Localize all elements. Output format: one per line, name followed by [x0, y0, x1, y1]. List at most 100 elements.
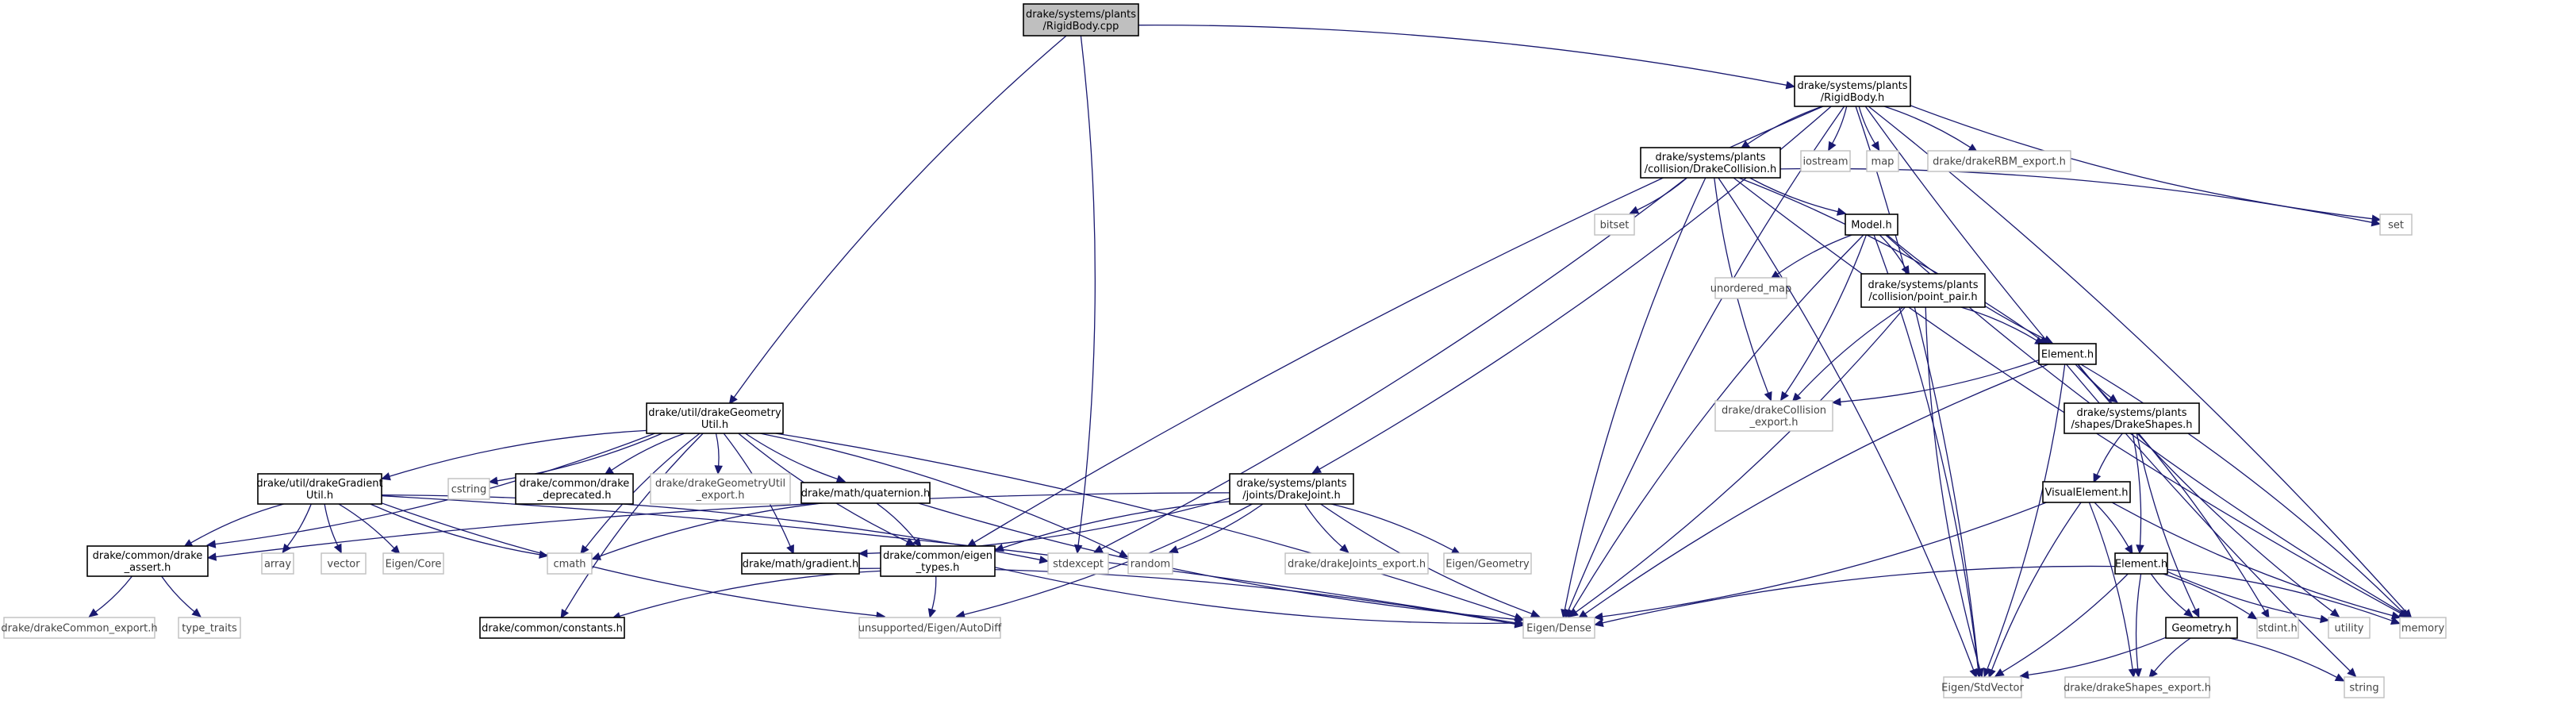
edge-line	[1584, 364, 2049, 614]
node-label-line: array	[264, 559, 291, 571]
edge-line	[381, 502, 877, 617]
node-eigen-dense: Eigen/Dense	[1522, 617, 1595, 639]
dependency-edge	[580, 433, 701, 555]
node-collision-element-h[interactable]: Element.h	[2038, 343, 2097, 365]
node-label-line: drake/drakeCollision	[1722, 405, 1826, 417]
edge-line	[2150, 573, 2187, 613]
edge-arrowhead	[1561, 608, 1569, 619]
node-box	[1522, 617, 1595, 639]
node-rigidbody-h[interactable]: drake/systems/plants/RigidBody.h	[1794, 75, 1911, 107]
edge-arrowhead	[1785, 81, 1796, 90]
node-visualelement-h[interactable]: VisualElement.h	[2042, 481, 2131, 503]
dependency-edge	[1987, 502, 2082, 679]
node-box	[800, 482, 931, 504]
node-label-line: /shapes/DrakeShapes.h	[2071, 419, 2193, 431]
node-rigidbody-cpp[interactable]: drake/systems/plants/RigidBody.cpp	[1023, 3, 1139, 37]
node-label-line: vector	[327, 559, 360, 571]
node-shapes-element-h[interactable]: Element.h	[2114, 552, 2168, 575]
dependency-edge	[1561, 177, 1706, 619]
node-point-pair-h[interactable]: drake/systems/plants/collision/point_pai…	[1860, 273, 1986, 308]
node-drakegeometryutil-h[interactable]: drake/util/drakeGeometryUtil.h	[646, 402, 784, 434]
dependency-edge	[1828, 106, 1848, 152]
dependency-edge	[2132, 433, 2144, 555]
node-drakecollision-h[interactable]: drake/systems/plants/collision/DrakeColl…	[1640, 147, 1781, 179]
edge-arrowhead	[2125, 544, 2133, 555]
edge-arrowhead	[1901, 265, 1910, 275]
edge-arrowhead	[912, 537, 922, 548]
node-quaternion-h[interactable]: drake/math/quaternion.h	[800, 482, 931, 504]
node-drakejoint-h[interactable]: drake/systems/plants/joints/DrakeJoint.h	[1229, 473, 1354, 505]
node-drakeshapes-h[interactable]: drake/systems/plants/shapes/DrakeShapes.…	[2063, 402, 2200, 434]
edge-arrowhead	[2320, 614, 2330, 624]
node-eigen-core: Eigen/Core	[382, 552, 444, 575]
node-box	[2064, 676, 2210, 698]
dependency-edge	[1594, 565, 2116, 627]
edge-line	[1718, 177, 1975, 671]
node-label-line: /collision/DrakeCollision.h	[1645, 163, 1776, 175]
edge-line	[1602, 502, 2047, 617]
node-label-line: _export.h	[696, 490, 745, 502]
node-label-line: drake/drakeJoints_export.h	[1288, 559, 1426, 571]
node-label-line: drake/drakeCommon_export.h	[1, 623, 157, 635]
node-set: set	[2379, 214, 2413, 236]
node-label-line: map	[1872, 156, 1895, 168]
dependency-edge	[2077, 364, 2340, 617]
node-label-line: _types.h	[916, 562, 960, 574]
node-label-line: cmath	[553, 559, 585, 571]
edge-line	[1858, 106, 1875, 144]
node-string: string	[2344, 676, 2385, 698]
edge-arrowhead	[591, 552, 602, 560]
edge-line	[2136, 433, 2197, 610]
edge-arrowhead	[206, 552, 217, 561]
node-box	[1714, 400, 1833, 432]
edge-line	[745, 433, 839, 480]
node-label-line: drake/systems/plants	[1797, 80, 1907, 92]
edge-arrowhead	[2043, 335, 2054, 344]
node-eigen-geometry: Eigen/Geometry	[1443, 552, 1532, 575]
node-geometry-h[interactable]: Geometry.h	[2165, 617, 2238, 639]
edge-line	[585, 433, 701, 548]
node-model-h[interactable]: Model.h	[1845, 214, 1898, 236]
dependency-edge	[324, 503, 342, 554]
node-drake-assert-h[interactable]: drake/common/drake_assert.h	[86, 545, 209, 577]
node-box	[1127, 552, 1173, 575]
edge-arrowhead	[2329, 608, 2340, 617]
node-label-line: unordered_map	[1710, 283, 1792, 295]
node-label-line: unsupported/Eigen/AutoDiff	[858, 623, 1003, 635]
node-box	[650, 473, 791, 505]
dependency-edge	[714, 433, 724, 475]
edge-line	[918, 502, 1516, 620]
dependency-edge	[1779, 234, 1868, 402]
node-label-line: drake/systems/plants	[1026, 9, 1136, 21]
node-box	[86, 545, 209, 577]
node-autodiff: unsupported/Eigen/AutoDiff	[858, 617, 1003, 639]
node-drake-deprecated-h[interactable]: drake/common/drake_deprecated.h	[515, 473, 634, 505]
edge-line	[1779, 167, 2373, 223]
node-label-line: set	[2388, 220, 2404, 232]
node-constants-h[interactable]: drake/common/constants.h	[479, 617, 625, 639]
edge-arrowhead	[1779, 390, 1789, 402]
edge-arrowhead	[2334, 673, 2345, 682]
dependency-edge	[1593, 502, 2047, 621]
node-eigen-types-h[interactable]: drake/common/eigen_types.h	[880, 545, 996, 577]
dependency-edge	[927, 575, 937, 618]
edge-arrowhead	[1791, 392, 1802, 402]
edge-line	[2135, 573, 2142, 670]
node-label-line: drake/drakeShapes_export.h	[2063, 683, 2211, 694]
node-label-line: drake/util/drakeGradient	[256, 478, 382, 490]
dependency-edge	[1879, 234, 1910, 275]
node-shapes-export: drake/drakeShapes_export.h	[2063, 676, 2211, 698]
dependency-edge	[775, 433, 1524, 621]
node-gradient-h[interactable]: drake/math/gradient.h	[741, 552, 860, 575]
edge-line	[2163, 573, 2251, 616]
node-box	[257, 473, 382, 505]
edge-arrowhead	[1339, 544, 1349, 553]
dependency-edge	[1858, 106, 1880, 152]
node-box	[2399, 617, 2447, 639]
edge-arrowhead	[2247, 610, 2258, 620]
node-box	[2042, 481, 2131, 503]
edge-arrowhead	[2183, 608, 2194, 617]
node-label-line: _assert.h	[124, 562, 171, 574]
